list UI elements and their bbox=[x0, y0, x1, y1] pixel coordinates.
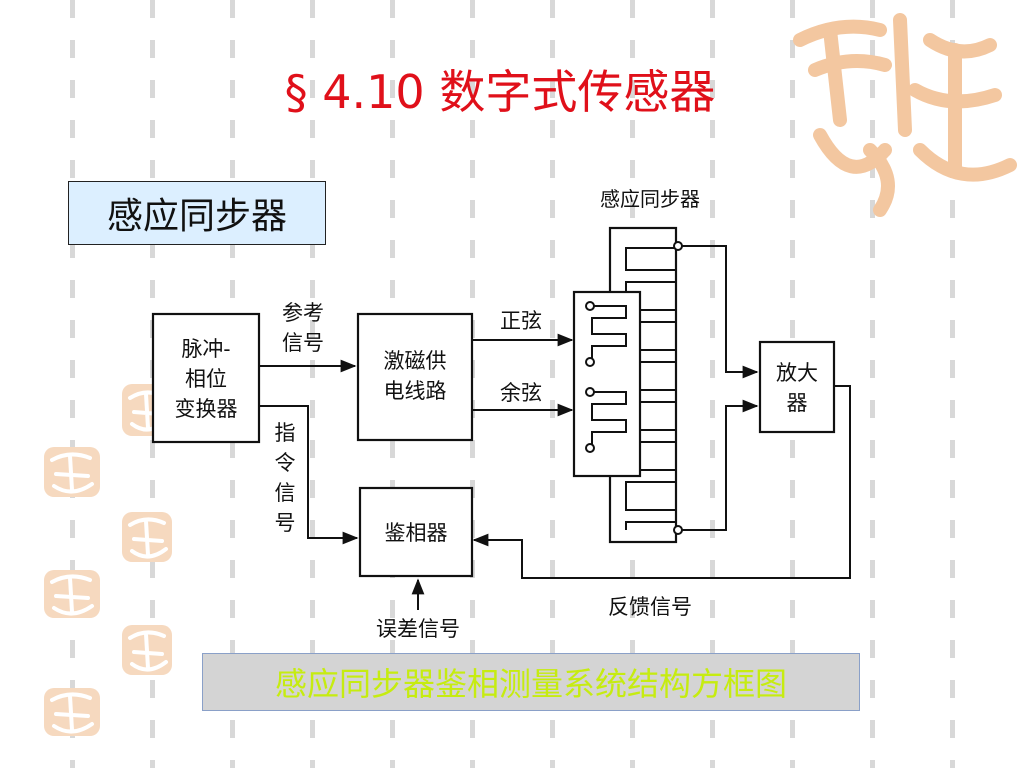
watermark-seal-small-3 bbox=[122, 512, 172, 562]
command-signal-char-3: 信 bbox=[275, 481, 296, 505]
phase-detector-block bbox=[358, 486, 474, 578]
excitation-block-line-2: 电线路 bbox=[384, 379, 447, 403]
scale-output-bottom bbox=[682, 399, 759, 531]
watermark-seal-small-2 bbox=[44, 447, 100, 497]
amplifier-block bbox=[758, 340, 836, 434]
section-heading-text: 感应同步器 bbox=[106, 196, 287, 237]
section-heading-box: 感应同步器 bbox=[68, 181, 326, 245]
pulse-block-line-3: 变换器 bbox=[175, 397, 238, 421]
signal-lines bbox=[259, 245, 851, 610]
diagram-caption-text: 感应同步器鉴相测量系统结构方框图 bbox=[274, 665, 787, 703]
feedback-arrow bbox=[472, 385, 851, 579]
cosine-label: 余弦 bbox=[500, 381, 542, 405]
diagram-caption-box: 感应同步器鉴相测量系统结构方框图 bbox=[202, 653, 860, 711]
amplifier-line-1: 放大 bbox=[776, 361, 818, 385]
excitation-block-line-1: 激磁供 bbox=[384, 349, 447, 373]
pulse-block-line-2: 相位 bbox=[185, 367, 227, 391]
phase-detector-label: 鉴相器 bbox=[385, 521, 448, 545]
watermark-seal-small-4 bbox=[44, 570, 100, 618]
synchronizer-slider bbox=[572, 290, 642, 478]
ref-signal-line-2: 信号 bbox=[282, 331, 324, 355]
pulse-block-line-1: 脉冲- bbox=[181, 337, 230, 361]
watermark-seal-small-6 bbox=[44, 688, 100, 736]
excitation-circuit-block bbox=[356, 312, 474, 442]
command-signal-char-1: 指 bbox=[275, 421, 296, 445]
command-signal-char-2: 令 bbox=[275, 451, 296, 475]
command-signal-arrow bbox=[259, 405, 359, 545]
watermark-seal-large bbox=[793, 13, 1017, 217]
watermark-seal-small-5 bbox=[122, 625, 172, 675]
amplifier-line-2: 器 bbox=[787, 391, 808, 415]
ref-signal-line-1: 参考 bbox=[282, 301, 324, 325]
synchronizer-label: 感应同步器 bbox=[600, 187, 700, 211]
slide-title: § 4.10 数字式传感器 bbox=[284, 65, 716, 119]
scale-output-top bbox=[682, 245, 759, 379]
command-signal-char-4: 号 bbox=[275, 511, 296, 535]
error-signal-label: 误差信号 bbox=[376, 617, 460, 641]
feedback-signal-label: 反馈信号 bbox=[608, 595, 692, 619]
pulse-phase-converter-block bbox=[151, 312, 261, 444]
sine-label: 正弦 bbox=[500, 309, 542, 333]
